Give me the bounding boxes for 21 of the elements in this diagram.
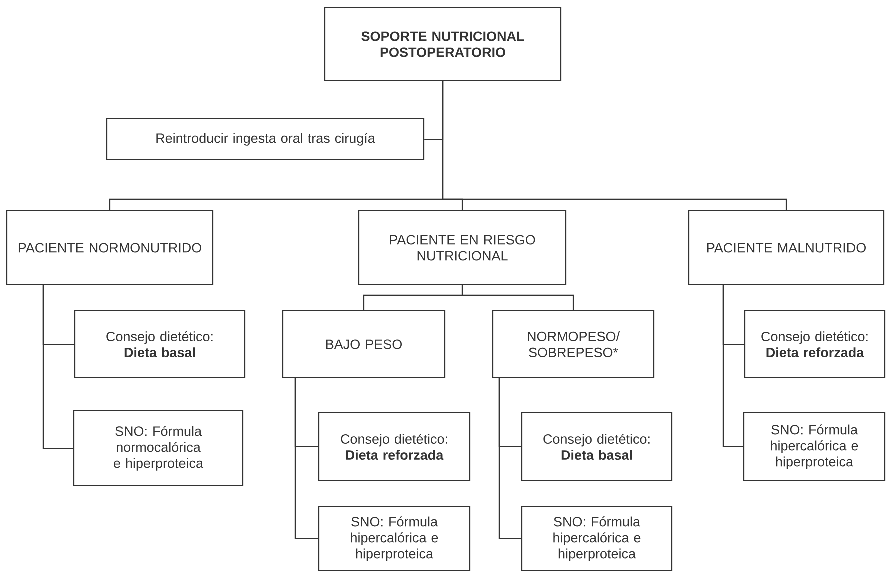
supplement-box: SNO: Fórmula hipercalórica e hiperproteica [318,506,471,572]
advice-box: Consejo dietético: Dieta reforzada [744,310,886,379]
subgroup-box: BAJO PESO [282,310,446,379]
title-box: SOPORTE NUTRICIONAL POSTOPERATORIO [324,7,562,82]
connector-line [462,286,574,310]
advice-box: Consejo dietético: Dieta basal [521,412,673,482]
connector-line [498,378,522,540]
subgroup-box: NORMOPESO/ SOBREPESO* [492,310,655,379]
connector-line [442,82,788,210]
supplement-box: SNO: Fórmula normocalórica e hiperproteica [73,410,244,487]
category-box: PACIENTE NORMONUTRIDO [6,210,214,286]
category-box: PACIENTE MALNUTRIDO [688,210,885,286]
connector-line [42,286,74,450]
step-box: Reintroducir ingesta oral tras cirugía [106,118,425,161]
category-box: PACIENTE EN RIESGO NUTRICIONAL [358,210,567,286]
supplement-box: SNO: Fórmula hipercalórica e hiperproteica [521,506,673,572]
supplement-box: SNO: Fórmula hipercalórica e hiperproteica [743,412,886,482]
connector-line [294,378,318,540]
connector-line [722,286,744,448]
advice-box: Consejo dietético: Dieta basal [74,310,246,379]
advice-box: Consejo dietético: Dieta reforzada [318,412,471,482]
